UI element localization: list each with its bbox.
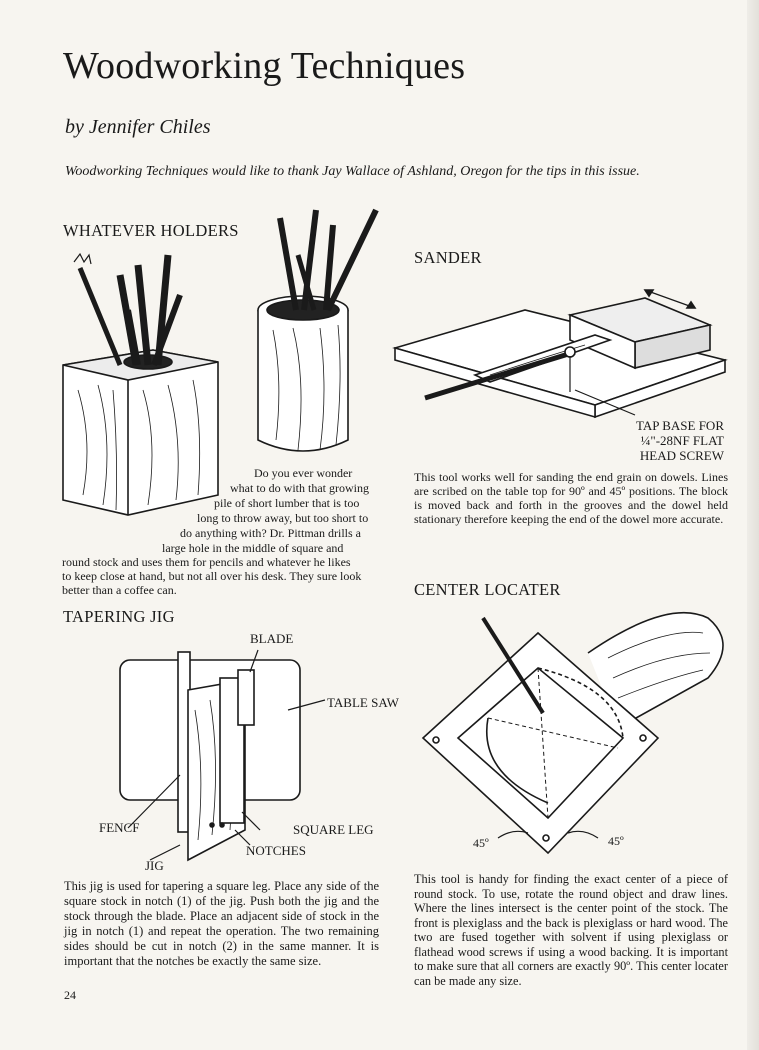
tapering-jig-illustration (119, 649, 326, 862)
thanks-line: Woodworking Techniques would like to tha… (65, 164, 640, 179)
holders-line-2: what to do with that growing (230, 481, 369, 495)
holders-line-9: better than a coffee can. (62, 583, 177, 597)
section-heading-tapering: TAPERING JIG (63, 607, 175, 626)
center-locater-illustration (421, 611, 724, 855)
angle-left: 45º (473, 836, 489, 850)
holders-line-1: Do you ever wonder (254, 466, 353, 480)
label-blade: BLADE (250, 631, 294, 646)
label-square-leg: SQUARE LEG (293, 822, 374, 837)
holders-line-3: pile of short lumber that is too (214, 496, 360, 510)
holders-illustration (62, 208, 379, 516)
sander-text: This tool works well for sanding the end… (414, 470, 728, 526)
label-table-saw: TABLE SAW (327, 695, 399, 710)
label-notches: NOTCHES (246, 843, 306, 858)
sander-callout-line-2: ¼"-28NF FLAT (640, 433, 724, 448)
section-heading-sander: SANDER (414, 248, 482, 267)
section-heading-center: CENTER LOCATER (414, 580, 561, 599)
article-title: Woodworking Techniques (63, 45, 466, 87)
label-jig: JIG (145, 858, 164, 873)
page-number: 24 (64, 988, 76, 1002)
holders-line-5: do anything with? Dr. Pittman drills a (180, 526, 361, 540)
holders-line-4: long to throw away, but too short to (197, 511, 369, 525)
sander-callout-line-1: TAP BASE FOR (635, 418, 724, 433)
tapering-text: This jig is used for tapering a square l… (64, 879, 379, 968)
page-edge-shadow (747, 0, 759, 1050)
section-heading-holders: WHATEVER HOLDERS (63, 221, 239, 240)
sander-callout-line-3: HEAD SCREW (639, 448, 724, 463)
angle-right: 45º (608, 834, 624, 848)
sander-illustration (392, 289, 728, 419)
label-fence: FENCF (99, 820, 140, 835)
holders-line-7: round stock and uses them for pencils an… (62, 555, 351, 569)
holders-line-8: to keep close at hand, but not all over … (62, 569, 362, 583)
byline: by Jennifer Chiles (65, 116, 211, 138)
holders-line-6: large hole in the middle of square and (162, 541, 344, 555)
sander-callout: TAP BASE FOR ¼"-28NF FLAT HEAD SCREW (600, 418, 724, 463)
center-text: This tool is handy for finding the exact… (414, 872, 728, 988)
